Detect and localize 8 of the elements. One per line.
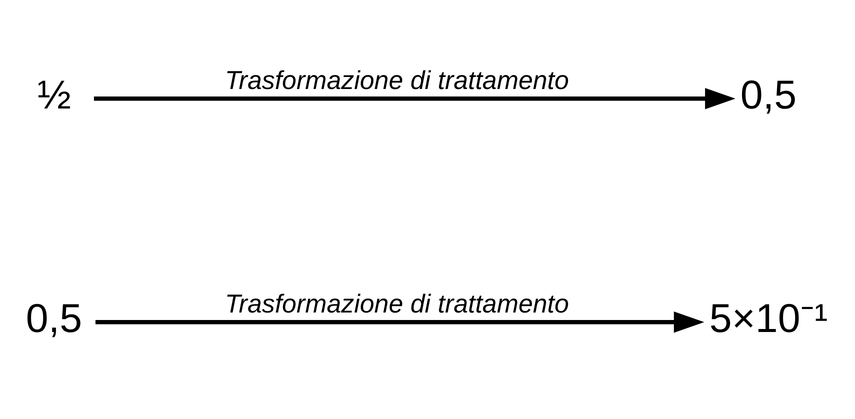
- node-text: 0,5: [26, 294, 82, 341]
- node-text: 0,5: [740, 71, 797, 118]
- edge-label: Trasformazione di trattamento: [224, 290, 569, 318]
- arrow: [95, 311, 704, 332]
- node-text: 5×10⁻¹: [709, 294, 828, 341]
- arrow: [94, 87, 736, 109]
- edge-label: Trasformazione di trattamento: [224, 66, 569, 95]
- node-text: ½: [37, 71, 72, 118]
